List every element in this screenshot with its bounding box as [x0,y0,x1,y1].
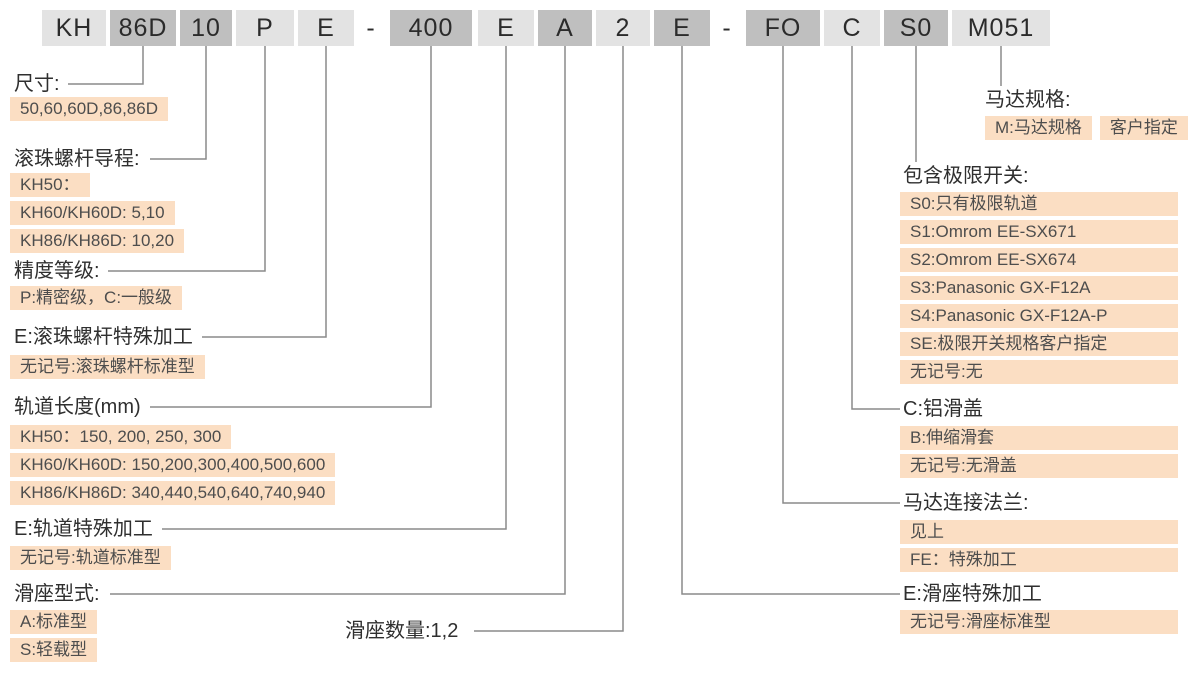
connector-slider-type [110,46,566,595]
options-ball-screw-lead: KH50： KH60/KH60D: 5,10 KH86/KH86D: 10,20 [10,173,185,253]
connector-rail-special [162,46,507,530]
option-bar: S2:Omrom EE-SX674 [900,248,1178,272]
connector-cover [851,46,900,410]
option-bar: KH86/KH86D: 340,440,540,640,740,940 [10,481,336,505]
label-size: 尺寸: [14,73,60,95]
code-segment-slider-type: A [538,10,592,46]
connector-slider-count [474,46,624,632]
option-bar: KH60/KH60D: 5,10 [10,201,175,225]
code-segment-accuracy: P [236,10,294,46]
option-bar: S0:只有极限轨道 [900,192,1178,216]
option-bar: KH50： [10,173,90,197]
option-bar: 无记号:滚珠螺杆标准型 [10,355,205,379]
code-segment-limit-switch: S0 [884,10,948,46]
connector-accuracy [108,46,266,272]
options-limit-switch: S0:只有极限轨道 S1:Omrom EE-SX671 S2:Omrom EE-… [900,192,1178,384]
label-motor-spec: 马达规格: [985,89,1071,111]
code-segment-size: 86D [110,10,176,46]
label-limit-switch: 包含极限开关: [903,165,1029,187]
option-bar: 无记号:无 [900,360,1178,384]
label-ball-screw-lead: 滚珠螺杆导程: [14,148,140,170]
code-segment-screw-special: E [298,10,354,46]
option-bar: 见上 [900,520,1178,544]
options-rail-length: KH50：150, 200, 250, 300 KH60/KH60D: 150,… [10,425,336,505]
options-size: 50,60,60D,86,86D [10,97,168,121]
option-bar: 无记号:无滑盖 [900,454,1178,478]
option-bar: KH86/KH86D: 10,20 [10,229,185,253]
options-motor-spec: M:马达规格 客户指定 [985,116,1188,140]
options-motor-flange: 见上 FE：特殊加工 [900,520,1178,572]
option-bar: KH60/KH60D: 150,200,300,400,500,600 [10,453,336,477]
option-bar: P:精密级，C:一般级 [10,286,183,310]
connector-size [68,46,144,85]
code-segment-separator-2: - [722,13,732,42]
option-bar: 50,60,60D,86,86D [10,97,168,121]
code-segment-slider-special: E [654,10,710,46]
option-bar: S3:Panasonic GX-F12A [900,276,1178,300]
label-slider-count: 滑座数量:1,2 [345,620,459,642]
connector-flange [782,46,900,504]
option-bar: KH50：150, 200, 250, 300 [10,425,232,449]
label-ball-screw-special: E:滚珠螺杆特殊加工 [14,326,193,348]
connector-slider-special [681,46,900,595]
option-bar: S1:Omrom EE-SX671 [900,220,1178,244]
options-slider-special: 无记号:滑座标准型 [900,610,1178,634]
option-bar: FE：特殊加工 [900,548,1178,572]
label-slider-type: 滑座型式: [14,583,100,605]
option-bar: 无记号:滑座标准型 [900,610,1178,634]
label-accuracy-grade: 精度等级: [14,260,100,282]
code-segment-rail-length: 400 [390,10,472,46]
label-rail-special: E:轨道特殊加工 [14,518,153,540]
code-segment-cover: C [824,10,880,46]
code-segment-motor: M051 [952,10,1050,46]
label-slider-special: E:滑座特殊加工 [903,583,1042,605]
option-bar: M:马达规格 [985,116,1092,140]
label-rail-length: 轨道长度(mm) [14,396,141,418]
option-bar: A:标准型 [10,610,98,634]
connector-rail-length [150,46,432,408]
code-segment-flange: FO [746,10,820,46]
code-segment-separator: - [366,13,376,42]
options-slider-type: A:标准型 S:轻载型 [10,610,98,662]
code-segment-rail-special: E [478,10,534,46]
connector-lead [150,46,207,160]
code-segment-series: KH [42,10,106,46]
label-slide-cover: C:铝滑盖 [903,398,983,420]
option-bar: B:伸缩滑套 [900,426,1178,450]
option-bar: S4:Panasonic GX-F12A-P [900,304,1178,328]
option-bar: SE:极限开关规格客户指定 [900,332,1178,356]
code-segment-lead: 10 [180,10,232,46]
label-motor-flange: 马达连接法兰: [903,492,1029,514]
option-bar: S:轻载型 [10,638,98,662]
code-segment-slider-count: 2 [596,10,650,46]
options-accuracy-grade: P:精密级，C:一般级 [10,286,183,310]
options-slide-cover: B:伸缩滑套 无记号:无滑盖 [900,426,1178,478]
options-rail-special: 无记号:轨道标准型 [10,546,171,570]
connector-screw-special [202,46,327,338]
options-ball-screw-special: 无记号:滚珠螺杆标准型 [10,355,205,379]
option-bar: 客户指定 [1099,116,1188,140]
option-bar: 无记号:轨道标准型 [10,546,171,570]
